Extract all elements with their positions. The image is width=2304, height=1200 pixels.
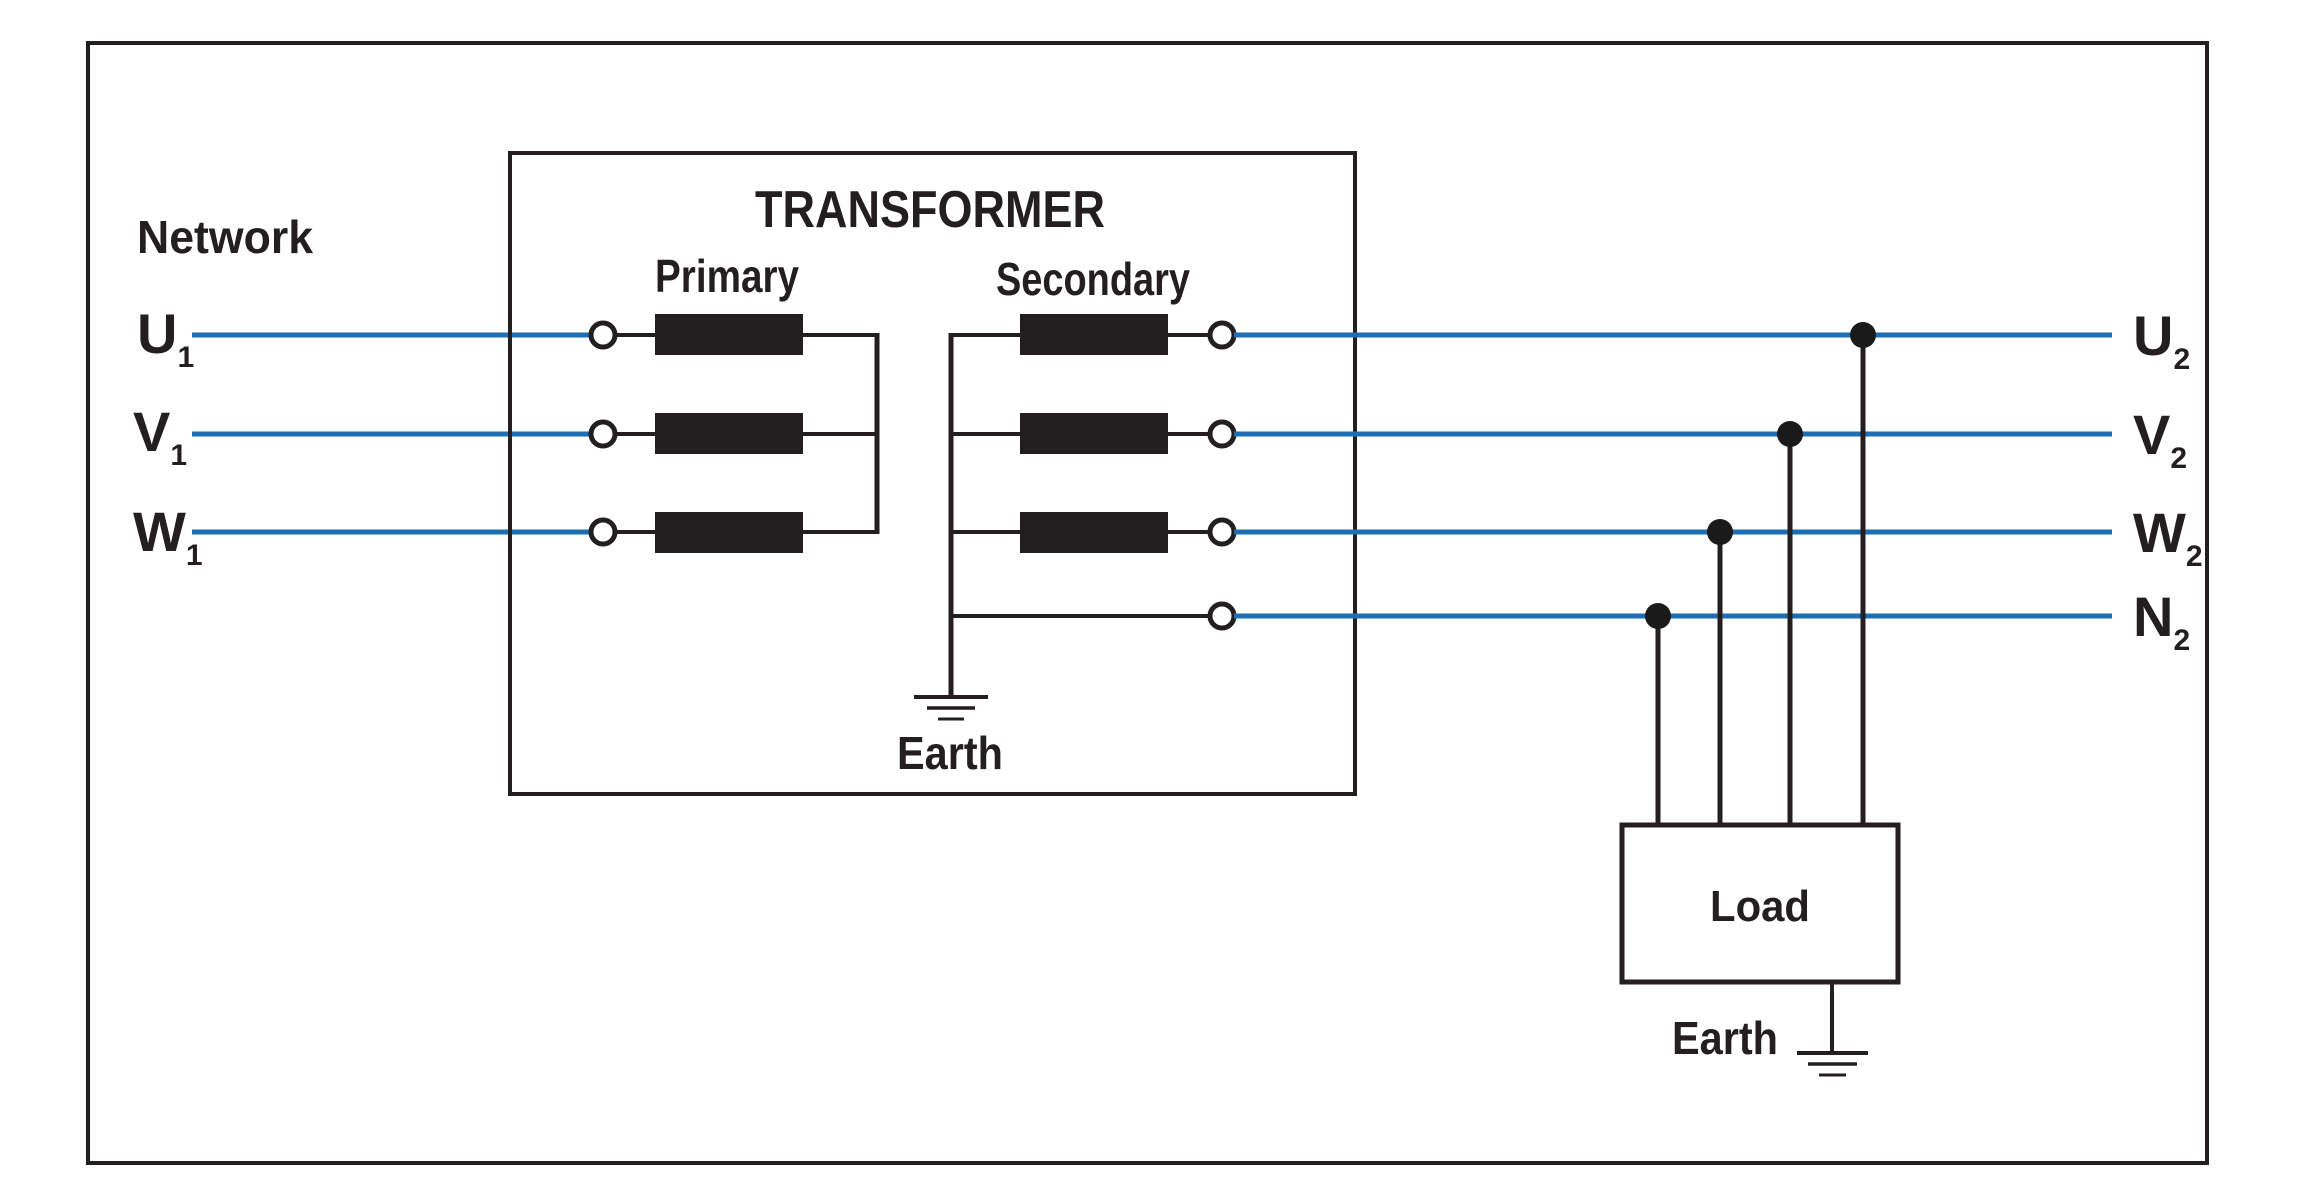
primary-windings — [588, 314, 880, 553]
u2-sub: 2 — [2173, 343, 2190, 376]
transformer-box — [508, 151, 1357, 796]
network-phase-w1-label: W1 — [133, 500, 203, 572]
secondary-terminal-n — [1207, 601, 1237, 631]
primary-winding-w — [655, 512, 803, 553]
n2-main: N — [2133, 585, 2173, 648]
w1-main: W — [133, 500, 186, 563]
w2-sub: 2 — [2186, 540, 2203, 573]
v1-main: V — [133, 400, 170, 463]
secondary-label: Secondary — [996, 253, 1190, 305]
load-box — [1619, 822, 1901, 985]
output-phase-u2-label: U2 — [2133, 304, 2190, 376]
secondary-terminal-u — [1207, 320, 1237, 350]
junction-dot-v2 — [1777, 421, 1803, 447]
load-section: Load Earth — [1619, 322, 1901, 1077]
n2-sub: 2 — [2173, 624, 2190, 657]
primary-label: Primary — [655, 250, 799, 302]
transformer-earth-label: Earth — [897, 727, 1003, 779]
v2-main: V — [2133, 403, 2170, 466]
load-label: Load — [1710, 882, 1810, 931]
transformer-title: TRANSFORMER — [755, 181, 1105, 239]
load-earth-label: Earth — [1672, 1012, 1778, 1064]
primary-terminal-v — [588, 419, 618, 449]
primary-terminal-w — [588, 517, 618, 547]
output-phase-w2-label: W2 — [2133, 501, 2203, 573]
secondary-winding-v — [1020, 413, 1168, 454]
v2-sub: 2 — [2170, 442, 2187, 475]
w1-sub: 1 — [186, 539, 203, 572]
u1-main: U — [137, 302, 177, 365]
network-phase-u1-label: U1 — [137, 302, 194, 374]
secondary-windings — [948, 314, 1237, 697]
secondary-terminal-v — [1207, 419, 1237, 449]
u2-main: U — [2133, 304, 2173, 367]
primary-terminal-u — [588, 320, 618, 350]
w2-main: W — [2133, 501, 2186, 564]
output-phase-n2-label: N2 — [2133, 585, 2190, 657]
primary-winding-u — [655, 314, 803, 355]
primary-winding-v — [655, 413, 803, 454]
transformer-section: TRANSFORMER Primary Secondary — [508, 151, 1357, 796]
secondary-winding-w — [1020, 512, 1168, 553]
network-phase-v1-label: V1 — [133, 400, 187, 472]
network-section: Network U1 V1 W1 — [133, 211, 591, 572]
junction-dot-w2 — [1707, 519, 1733, 545]
output-phase-v2-label: V2 — [2133, 403, 2187, 475]
outer-border — [86, 41, 2209, 1165]
secondary-winding-u — [1020, 314, 1168, 355]
junction-dot-u2 — [1850, 322, 1876, 348]
output-section: U2 V2 W2 N2 — [1234, 304, 2203, 657]
transformer-earth: Earth — [897, 695, 1003, 779]
load-earth: Earth — [1672, 982, 1868, 1077]
u1-sub: 1 — [177, 341, 194, 374]
junction-dot-n2 — [1645, 603, 1671, 629]
network-label: Network — [137, 211, 313, 263]
v1-sub: 1 — [170, 439, 187, 472]
secondary-terminal-w — [1207, 517, 1237, 547]
